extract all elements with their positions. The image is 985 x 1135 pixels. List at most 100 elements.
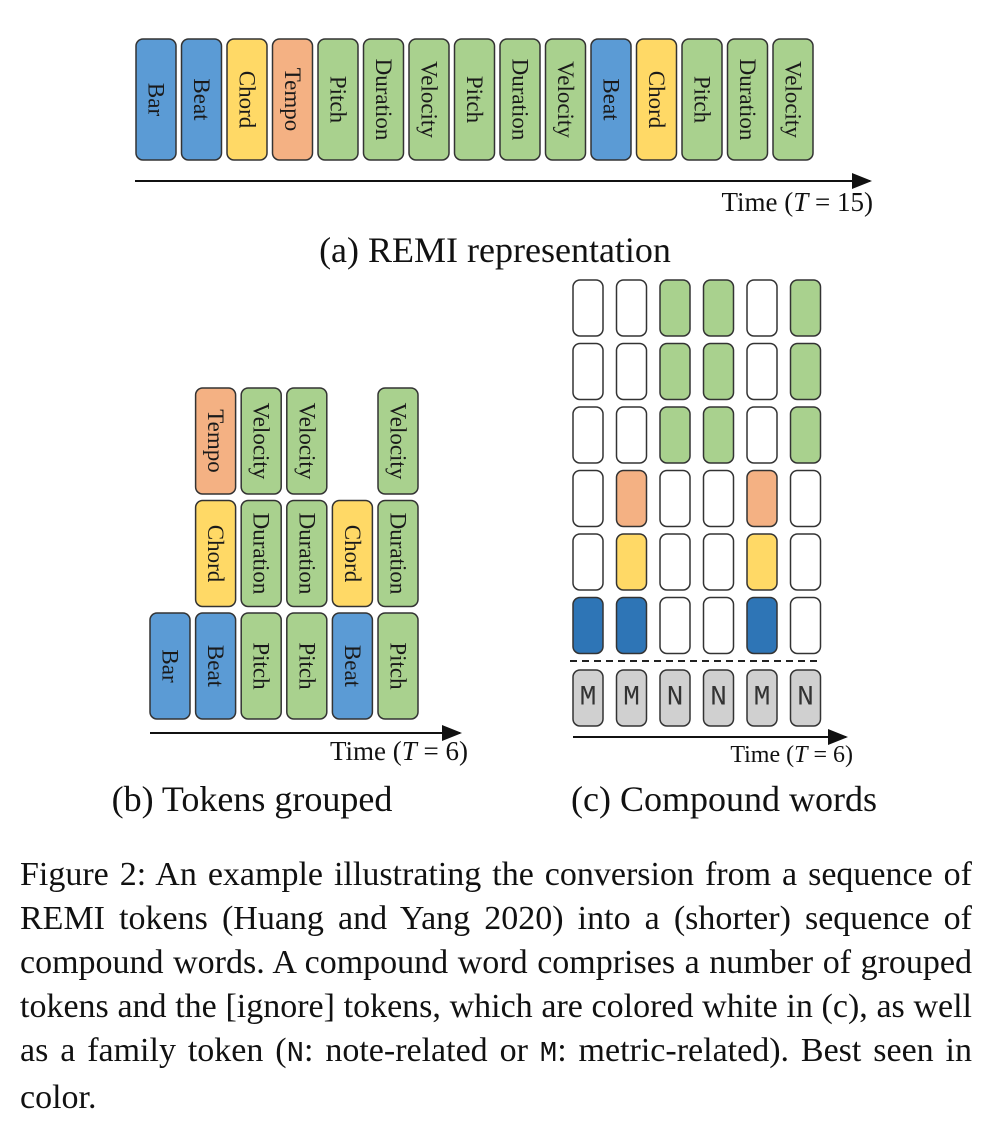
remi-token-9-duration-box — [499, 38, 541, 161]
family-token-4-n-label: N — [710, 683, 727, 714]
remi-token-4-tempo-box — [271, 38, 314, 161]
compound-cell-r4-c3-ignore-box — [659, 469, 691, 528]
group-6-token-pitch-label: Pitch — [386, 642, 411, 690]
compound-cell-r6-c3-ignore-box — [659, 596, 691, 655]
group-6-token-duration-label: Duration — [386, 513, 411, 595]
compound-cell-r2-c6-note-box — [789, 342, 822, 401]
family-token-2-m-label: M — [623, 683, 640, 714]
panel-a-axis-label: Time (T = 15) — [721, 187, 873, 217]
compound-cell-r5-c6-ignore — [789, 533, 822, 591]
compound-cell-r2-c2-ignore — [615, 342, 648, 401]
group-3-token-pitch: Pitch — [240, 612, 282, 720]
caption-code-m: M — [539, 1037, 558, 1070]
remi-token-4-tempo-label: Tempo — [280, 68, 305, 132]
group-4-token-velocity-label: Velocity — [294, 403, 319, 480]
compound-cell-r4-c4-ignore-box — [702, 469, 735, 528]
compound-cell-r4-c2-tempo-box — [615, 469, 648, 528]
compound-cell-r3-c3-note — [659, 406, 691, 464]
remi-token-13-pitch-label: Pitch — [690, 76, 715, 124]
group-2-token-beat: Beat — [194, 612, 237, 720]
compound-cell-r6-c2-compound_metric — [615, 596, 648, 655]
compound-cell-r5-c2-chord-box — [615, 533, 648, 591]
compound-cell-r3-c2-ignore — [615, 406, 648, 464]
caption-text-middle: : note-related or — [304, 1032, 540, 1069]
compound-cell-r2-c5-ignore-box — [746, 342, 778, 401]
compound-cell-r4-c5-tempo — [746, 469, 778, 528]
compound-cell-r2-c3-note — [659, 342, 691, 401]
group-6-token-duration-box — [377, 499, 419, 608]
family-token-3-n: N — [659, 669, 691, 727]
group-2-token-tempo-label: Tempo — [203, 409, 228, 473]
compound-cell-r3-c4-note — [702, 406, 735, 464]
group-4-token-duration: Duration — [286, 499, 328, 608]
compound-word-grid — [572, 279, 822, 655]
group-2-token-chord-label: Chord — [203, 525, 228, 583]
group-1-token-bar-box — [149, 612, 191, 720]
compound-cell-r2-c4-note — [702, 342, 735, 401]
compound-cell-r3-c1-ignore-box — [572, 406, 604, 464]
family-token-4-n: N — [702, 669, 735, 727]
remi-token-9-duration-label: Duration — [508, 59, 533, 141]
family-token-5-m-label: M — [754, 683, 771, 714]
remi-token-5-pitch: Pitch — [317, 38, 359, 161]
caption-text-start: Figure 2: An example illustrating the co… — [20, 856, 972, 1069]
remi-token-6-duration-box — [362, 38, 405, 161]
compound-cell-r1-c5-ignore-box — [746, 279, 778, 337]
compound-cell-r5-c5-chord-box — [746, 533, 778, 591]
remi-token-1-bar: Bar — [135, 38, 177, 161]
caption-text-end: : metric-related). Best seen in color. — [20, 1032, 972, 1116]
compound-cell-r6-c4-ignore — [702, 596, 735, 655]
remi-token-13-pitch: Pitch — [681, 38, 723, 161]
group-3-token-velocity: Velocity — [240, 387, 282, 495]
remi-token-13-pitch-box — [681, 38, 723, 161]
family-token-1-m-box — [572, 669, 604, 727]
remi-token-4-tempo: Tempo — [271, 38, 314, 161]
compound-cell-r3-c4-note-box — [702, 406, 735, 464]
remi-token-10-velocity: Velocity — [544, 38, 587, 161]
compound-cell-r1-c3-note — [659, 279, 691, 337]
group-6-token-pitch: Pitch — [377, 612, 419, 720]
panel-c-caption: (c) Compound words — [571, 779, 877, 819]
compound-cell-r1-c2-ignore — [615, 279, 648, 337]
family-token-5-m: M — [746, 669, 778, 727]
compound-cell-r4-c6-ignore — [789, 469, 822, 528]
group-2-token-chord: Chord — [194, 499, 237, 608]
family-token-2-m: M — [615, 669, 648, 727]
family-token-3-n-label: N — [667, 683, 684, 714]
remi-token-3-chord-box — [226, 38, 268, 161]
group-6-token-velocity-box — [377, 387, 419, 495]
group-4-token-pitch-label: Pitch — [294, 642, 319, 690]
compound-cell-r1-c3-note-box — [659, 279, 691, 337]
compound-cell-r3-c5-ignore — [746, 406, 778, 464]
group-2-token-chord-box — [194, 499, 237, 608]
group-5-token-beat: Beat — [331, 612, 374, 720]
compound-cell-r2-c4-note-box — [702, 342, 735, 401]
remi-token-15-velocity: Velocity — [772, 38, 814, 161]
compound-cell-r2-c1-ignore — [572, 342, 604, 401]
group-2-token-beat-box — [194, 612, 237, 720]
compound-cell-r5-c1-ignore-box — [572, 533, 604, 591]
compound-cell-r5-c2-chord — [615, 533, 648, 591]
group-6-token-duration: Duration — [377, 499, 419, 608]
compound-cell-r6-c5-compound_metric — [746, 596, 778, 655]
compound-cell-r4-c2-tempo — [615, 469, 648, 528]
group-5-token-chord-box — [331, 499, 374, 608]
remi-token-7-velocity: Velocity — [408, 38, 450, 161]
group-5-token-chord-label: Chord — [340, 525, 365, 583]
remi-token-11-beat-box — [590, 38, 632, 161]
remi-token-14-duration-box — [726, 38, 769, 161]
compound-cell-r6-c3-ignore — [659, 596, 691, 655]
compound-cell-r1-c4-note-box — [702, 279, 735, 337]
group-4-token-duration-label: Duration — [294, 513, 319, 595]
compound-cell-r6-c1-compound_metric-box — [572, 596, 604, 655]
compound-cell-r5-c6-ignore-box — [789, 533, 822, 591]
family-token-6-n-box — [789, 669, 822, 727]
compound-cell-r4-c5-tempo-box — [746, 469, 778, 528]
remi-token-12-chord-box — [635, 38, 678, 161]
remi-token-14-duration: Duration — [726, 38, 769, 161]
panel-b-axis-label: Time (T = 6) — [330, 736, 468, 766]
